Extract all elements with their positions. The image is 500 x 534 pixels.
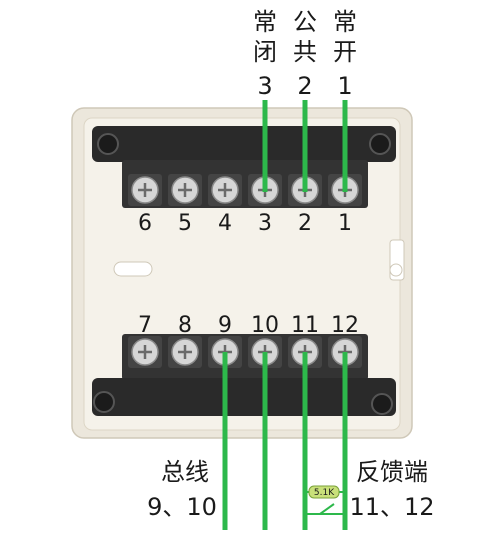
mounting-screw-top-right bbox=[369, 133, 391, 155]
svg-text:常: 常 bbox=[333, 8, 357, 36]
terminal-screw-4 bbox=[208, 174, 242, 206]
svg-text:11、12: 11、12 bbox=[349, 493, 434, 521]
svg-text:闭: 闭 bbox=[253, 38, 277, 66]
terminal-number-8: 8 bbox=[178, 313, 192, 338]
top-label-normally-closed: 常 闭 3 bbox=[253, 8, 277, 100]
svg-text:公: 公 bbox=[293, 8, 317, 36]
svg-text:反馈端: 反馈端 bbox=[356, 458, 428, 486]
terminal-number-12: 12 bbox=[331, 313, 359, 338]
svg-text:3: 3 bbox=[257, 72, 272, 100]
terminal-number-10: 10 bbox=[251, 313, 279, 338]
terminal-number-7: 7 bbox=[138, 313, 152, 338]
bus-label: 总线 9、10 bbox=[147, 458, 217, 521]
resistor-label: 5.1K bbox=[314, 488, 335, 498]
terminal-screw-7 bbox=[128, 336, 162, 368]
terminal-screw-6 bbox=[128, 174, 162, 206]
svg-text:2: 2 bbox=[297, 72, 312, 100]
svg-text:常: 常 bbox=[253, 8, 277, 36]
terminal-number-9: 9 bbox=[218, 313, 232, 338]
wires bbox=[222, 100, 348, 530]
feedback-label: 反馈端 11、12 bbox=[349, 458, 434, 521]
slot-left bbox=[113, 261, 153, 277]
terminal-number-1: 1 bbox=[338, 211, 352, 236]
terminal-number-4: 4 bbox=[218, 211, 232, 236]
mounting-screw-bottom-right bbox=[371, 393, 393, 415]
svg-text:开: 开 bbox=[333, 38, 357, 66]
terminal-number-3: 3 bbox=[258, 211, 272, 236]
mount-hole bbox=[389, 263, 403, 277]
svg-text:总线: 总线 bbox=[161, 458, 209, 486]
svg-text:9、10: 9、10 bbox=[147, 493, 217, 521]
terminal-screw-5 bbox=[168, 174, 202, 206]
top-label-common: 公 共 2 bbox=[293, 8, 317, 100]
terminal-number-5: 5 bbox=[178, 211, 192, 236]
svg-text:共: 共 bbox=[293, 38, 317, 66]
svg-text:1: 1 bbox=[337, 72, 352, 100]
terminal-screw-8 bbox=[168, 336, 202, 368]
top-terminal-block bbox=[92, 126, 396, 208]
terminal-number-11: 11 bbox=[291, 313, 319, 338]
resistor-5-1k: 5.1K bbox=[305, 485, 345, 515]
terminal-number-2: 2 bbox=[298, 211, 312, 236]
mounting-screw-bottom-left bbox=[93, 391, 115, 413]
terminal-number-6: 6 bbox=[138, 211, 152, 236]
mounting-screw-top-left bbox=[97, 133, 119, 155]
top-label-normally-open: 常 开 1 bbox=[333, 8, 357, 100]
bottom-terminal-block bbox=[92, 334, 396, 416]
